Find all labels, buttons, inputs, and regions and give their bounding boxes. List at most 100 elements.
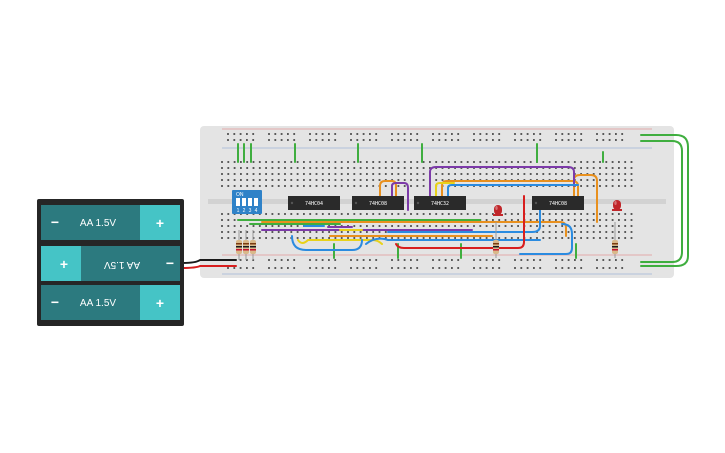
breadboard-hole[interactable]	[391, 225, 393, 227]
breadboard-hole[interactable]	[384, 185, 387, 187]
breadboard-hole[interactable]	[473, 173, 475, 175]
breadboard-hole[interactable]	[599, 173, 601, 175]
breadboard-hole[interactable]	[517, 237, 519, 239]
breadboard-hole[interactable]	[611, 231, 614, 233]
breadboard-hole[interactable]	[252, 133, 255, 135]
breadboard-hole[interactable]	[403, 139, 406, 141]
breadboard-hole[interactable]	[410, 267, 412, 269]
breadboard-hole[interactable]	[328, 231, 330, 233]
breadboard-hole[interactable]	[359, 185, 362, 187]
breadboard-hole[interactable]	[422, 213, 425, 215]
breadboard-hole[interactable]	[422, 225, 425, 227]
breadboard-hole[interactable]	[561, 231, 564, 233]
wire-red[interactable]	[395, 195, 525, 249]
breadboard-hole[interactable]	[315, 139, 318, 141]
breadboard-hole[interactable]	[561, 133, 564, 135]
breadboard-hole[interactable]	[485, 237, 488, 239]
breadboard-hole[interactable]	[485, 219, 488, 221]
breadboard-hole[interactable]	[296, 161, 299, 163]
wire-purple[interactable]	[391, 182, 409, 211]
breadboard-hole[interactable]	[460, 173, 463, 175]
breadboard-hole[interactable]	[284, 231, 286, 233]
breadboard-hole[interactable]	[473, 213, 475, 215]
breadboard-hole[interactable]	[596, 133, 598, 135]
breadboard-hole[interactable]	[284, 225, 286, 227]
breadboard-hole[interactable]	[359, 173, 362, 175]
breadboard-hole[interactable]	[258, 237, 261, 239]
breadboard-hole[interactable]	[611, 185, 614, 187]
chip-74hc32[interactable]: 74HC32	[414, 196, 466, 210]
breadboard-hole[interactable]	[384, 161, 387, 163]
breadboard-hole[interactable]	[362, 133, 365, 135]
breadboard-hole[interactable]	[350, 139, 352, 141]
breadboard-hole[interactable]	[618, 185, 620, 187]
breadboard-hole[interactable]	[350, 259, 352, 261]
breadboard-hole[interactable]	[498, 225, 501, 227]
breadboard-hole[interactable]	[328, 173, 330, 175]
breadboard-hole[interactable]	[517, 213, 519, 215]
breadboard-hole[interactable]	[479, 213, 482, 215]
breadboard-hole[interactable]	[611, 161, 614, 163]
battery-cell[interactable]: + AA 1.5V −	[41, 246, 180, 281]
breadboard-hole[interactable]	[416, 173, 419, 175]
breadboard-hole[interactable]	[624, 231, 627, 233]
breadboard-hole[interactable]	[615, 267, 617, 269]
breadboard-hole[interactable]	[561, 219, 564, 221]
breadboard-hole[interactable]	[580, 161, 582, 163]
breadboard-hole[interactable]	[321, 179, 324, 181]
breadboard-hole[interactable]	[416, 213, 419, 215]
breadboard-hole[interactable]	[372, 213, 375, 215]
breadboard-hole[interactable]	[630, 173, 633, 175]
breadboard-hole[interactable]	[630, 237, 633, 239]
breadboard-hole[interactable]	[296, 225, 299, 227]
breadboard-hole[interactable]	[372, 179, 375, 181]
breadboard-hole[interactable]	[277, 225, 280, 227]
breadboard-hole[interactable]	[391, 139, 393, 141]
breadboard-hole[interactable]	[397, 213, 400, 215]
breadboard-hole[interactable]	[265, 161, 267, 163]
breadboard-hole[interactable]	[416, 225, 419, 227]
breadboard-hole[interactable]	[432, 139, 434, 141]
breadboard-hole[interactable]	[624, 185, 627, 187]
breadboard-hole[interactable]	[366, 231, 368, 233]
breadboard-hole[interactable]	[599, 213, 601, 215]
breadboard-hole[interactable]	[416, 267, 419, 269]
wire-green[interactable]	[640, 134, 689, 267]
breadboard-hole[interactable]	[353, 185, 356, 187]
breadboard-hole[interactable]	[523, 173, 526, 175]
breadboard-hole[interactable]	[258, 167, 261, 169]
breadboard-hole[interactable]	[602, 267, 605, 269]
breadboard-hole[interactable]	[246, 267, 248, 269]
breadboard-hole[interactable]	[586, 167, 589, 169]
breadboard-hole[interactable]	[514, 133, 516, 135]
breadboard-hole[interactable]	[510, 225, 513, 227]
breadboard-hole[interactable]	[602, 259, 605, 261]
breadboard-hole[interactable]	[504, 225, 507, 227]
breadboard-hole[interactable]	[561, 161, 564, 163]
breadboard-hole[interactable]	[454, 213, 456, 215]
breadboard-hole[interactable]	[246, 167, 249, 169]
breadboard-hole[interactable]	[284, 179, 286, 181]
breadboard-hole[interactable]	[599, 161, 601, 163]
breadboard-hole[interactable]	[473, 225, 475, 227]
breadboard-hole[interactable]	[271, 213, 274, 215]
breadboard-hole[interactable]	[277, 213, 280, 215]
breadboard-hole[interactable]	[410, 225, 412, 227]
breadboard-hole[interactable]	[422, 179, 425, 181]
breadboard-hole[interactable]	[378, 213, 381, 215]
breadboard-hole[interactable]	[359, 179, 362, 181]
breadboard-hole[interactable]	[369, 139, 371, 141]
breadboard-hole[interactable]	[492, 259, 494, 261]
breadboard-hole[interactable]	[378, 225, 381, 227]
breadboard-hole[interactable]	[366, 179, 368, 181]
breadboard-hole[interactable]	[438, 259, 441, 261]
dip-switch[interactable]: ON 1 2 3 4	[232, 190, 262, 214]
breadboard-hole[interactable]	[290, 213, 293, 215]
breadboard-hole[interactable]	[457, 267, 460, 269]
breadboard-hole[interactable]	[233, 161, 236, 163]
breadboard-hole[interactable]	[596, 259, 598, 261]
breadboard-hole[interactable]	[265, 185, 267, 187]
breadboard-hole[interactable]	[514, 139, 516, 141]
breadboard-hole[interactable]	[353, 213, 356, 215]
breadboard-hole[interactable]	[438, 139, 441, 141]
